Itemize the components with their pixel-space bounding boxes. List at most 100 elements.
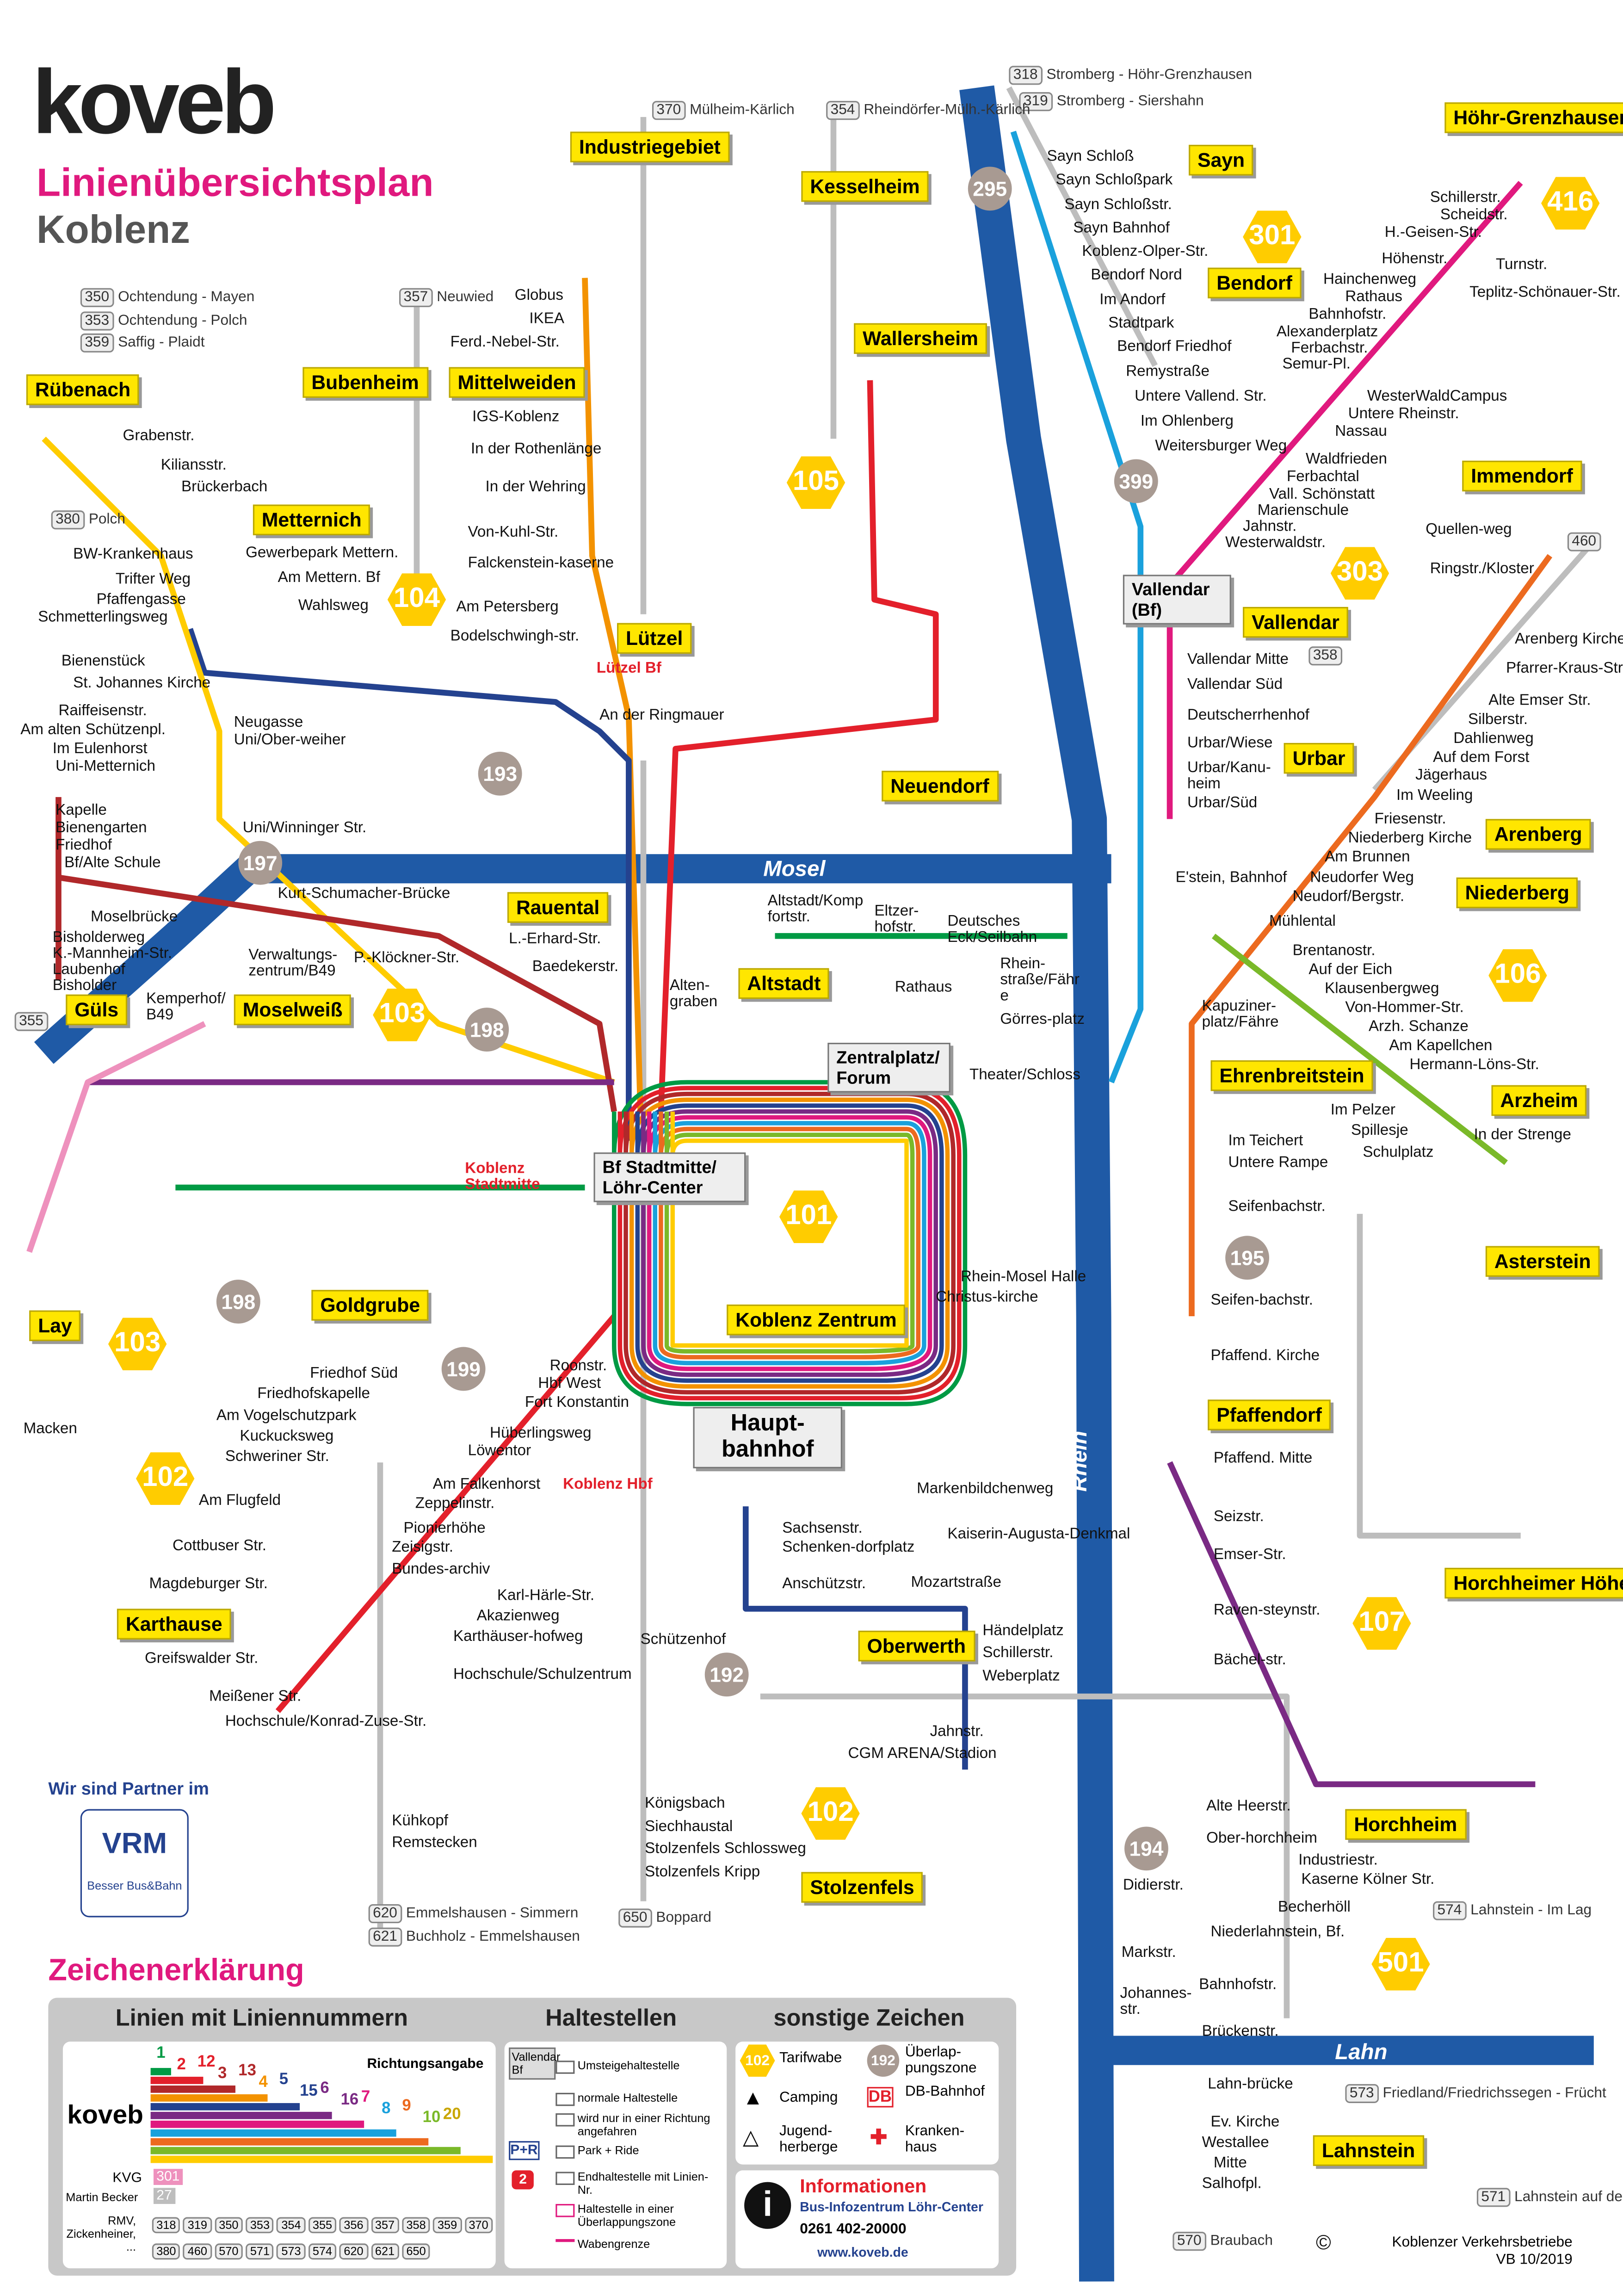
stop-label[interactable]: Westallee: [1202, 2134, 1269, 2152]
stop-label[interactable]: Ober-horchheim: [1206, 1829, 1317, 1847]
stop-label[interactable]: Rhein-straße/Fähre: [1000, 955, 1080, 1005]
stop-label[interactable]: Alte Heerstr.: [1206, 1797, 1291, 1815]
stop-label[interactable]: Hbf West: [538, 1374, 601, 1392]
stop-label[interactable]: Remstecken: [392, 1834, 477, 1852]
stop-label[interactable]: Im Eulenhorst: [52, 740, 148, 758]
info-phone[interactable]: 0261 402-20000: [800, 2222, 907, 2238]
stop-label[interactable]: Kiliansstr.: [160, 456, 227, 474]
stop-label[interactable]: Greifswalder Str.: [144, 1649, 259, 1667]
stop-label[interactable]: Raiffeisenstr.: [58, 702, 147, 720]
stop-label[interactable]: Teplitz-Schönauer-Str.: [1469, 284, 1621, 302]
stop-label[interactable]: Hochschule/Konrad-Zuse-Str.: [225, 1712, 427, 1730]
stop-label[interactable]: Jahnstr.: [1243, 518, 1297, 536]
stop-label[interactable]: Seifenbachstr.: [1228, 1198, 1326, 1216]
stop-label[interactable]: Altstadt/Kompfortstr.: [767, 892, 864, 926]
stop-label[interactable]: Arzh. Schanze: [1368, 1018, 1469, 1036]
stop-label[interactable]: Niederberg Kirche: [1348, 829, 1472, 847]
stop-label[interactable]: Untere Rampe: [1228, 1154, 1328, 1172]
stop-label[interactable]: Becherhöll: [1277, 1898, 1351, 1916]
stop-label[interactable]: Auf der Eich: [1308, 960, 1393, 978]
stop-label[interactable]: Pfaffend. Mitte: [1213, 1449, 1313, 1467]
stop-label[interactable]: Kaiserin-Augusta-Denkmal: [947, 1525, 1130, 1543]
stop-label[interactable]: Uni-Metternich: [56, 757, 155, 775]
stop-label[interactable]: Gewerbepark Mettern.: [246, 544, 399, 562]
stop-label[interactable]: Bisholderweg: [52, 928, 145, 947]
stop-label[interactable]: Pfarrer-Kraus-Str.: [1506, 659, 1623, 677]
stop-label[interactable]: Rathaus: [1345, 288, 1403, 306]
stop-label[interactable]: BW-Krankenhaus: [73, 545, 193, 563]
stop-label[interactable]: Waldfrieden: [1306, 450, 1387, 468]
stop-label[interactable]: Kapuziner-platz/Fähre: [1202, 997, 1279, 1031]
stop-label[interactable]: Deutsches Eck/Seilbahn: [947, 912, 1037, 947]
stop-label[interactable]: Händelplatz: [982, 1621, 1064, 1640]
info-website[interactable]: www.koveb.de: [817, 2245, 908, 2260]
stop-label[interactable]: Friesenstr.: [1374, 810, 1446, 828]
stop-label[interactable]: Theater/Schloss: [969, 1066, 1080, 1084]
stop-label[interactable]: Turnstr.: [1496, 256, 1548, 274]
stop-label[interactable]: Ev. Kirche: [1210, 2113, 1280, 2131]
stop-label[interactable]: Kaserne Kölner Str.: [1301, 1870, 1435, 1888]
stop-label[interactable]: Schmetterlingsweg: [38, 608, 168, 626]
stop-label[interactable]: Neudorfer Weg: [1310, 868, 1414, 886]
stop-label[interactable]: Bahnhofstr.: [1199, 1975, 1277, 1993]
stop-label[interactable]: Kapelle: [56, 801, 107, 819]
stop-label[interactable]: Von-Hommer-Str.: [1345, 999, 1464, 1017]
stop-label[interactable]: Laubenhof: [52, 960, 125, 978]
stop-label[interactable]: Vallendar Süd: [1187, 675, 1283, 693]
stop-label[interactable]: Am Petersberg: [456, 598, 559, 616]
stop-label[interactable]: Hermann-Löns-Str.: [1409, 1056, 1539, 1074]
stop-label[interactable]: Ferbachtal: [1286, 468, 1359, 486]
stop-label[interactable]: Macken: [23, 1420, 77, 1438]
stop-label[interactable]: Bendorf Nord: [1091, 266, 1182, 284]
stop-label[interactable]: Höhenstr.: [1382, 250, 1448, 268]
stop-label[interactable]: Sayn Schloßpark: [1055, 171, 1173, 189]
stop-label[interactable]: Markstr.: [1121, 1943, 1176, 1962]
stop-label[interactable]: Lahn-brücke: [1208, 2075, 1293, 2093]
stop-label[interactable]: Mühlental: [1269, 912, 1336, 930]
stop-label[interactable]: Sayn Schloßstr.: [1064, 196, 1172, 214]
stop-label[interactable]: Uni/Ober-weiher: [234, 731, 346, 749]
stop-label[interactable]: Auf dem Forst: [1433, 749, 1530, 767]
stop-label[interactable]: Stolzenfels Kripp: [645, 1863, 760, 1881]
stop-label[interactable]: Im Andorf: [1099, 291, 1166, 309]
stop-label[interactable]: Am Flugfeld: [198, 1491, 281, 1510]
stop-label[interactable]: Bf/Alte Schule: [64, 854, 161, 872]
stop-label[interactable]: Jägerhaus: [1415, 766, 1487, 784]
stop-label[interactable]: Löwentor: [468, 1442, 531, 1460]
stop-label[interactable]: Urbar/Süd: [1187, 794, 1258, 812]
stop-label[interactable]: Fort Konstantin: [525, 1393, 629, 1411]
stop-label[interactable]: Kurt-Schumacher-Brücke: [278, 885, 450, 903]
stop-label[interactable]: An der Ringmauer: [599, 706, 724, 724]
stop-label[interactable]: Roonstr.: [549, 1357, 607, 1375]
stop-label[interactable]: Karl-Härle-Str.: [497, 1587, 595, 1604]
stop-label[interactable]: Am Vogelschutzpark: [216, 1407, 357, 1425]
stop-label[interactable]: Siechhaustal: [645, 1818, 733, 1836]
stop-label[interactable]: Pfaffengasse: [96, 591, 186, 609]
stop-label[interactable]: Alte Emser Str.: [1488, 692, 1591, 710]
hub-vallendar-bf[interactable]: Vallendar (Bf): [1123, 575, 1231, 625]
stop-label[interactable]: Sachsenstr.: [782, 1519, 863, 1537]
stop-label[interactable]: Klausenbergweg: [1325, 980, 1439, 998]
stop-label[interactable]: In der Strenge: [1474, 1126, 1571, 1144]
stop-label[interactable]: Bundes-archiv: [392, 1560, 490, 1578]
stop-label[interactable]: Pfaffend. Kirche: [1210, 1347, 1320, 1365]
stop-label[interactable]: Schulplatz: [1363, 1144, 1434, 1162]
stop-label[interactable]: Didierstr.: [1123, 1876, 1184, 1894]
stop-label[interactable]: Mozartstraße: [911, 1573, 1002, 1591]
stop-label[interactable]: IGS-Koblenz: [472, 408, 560, 426]
stop-label[interactable]: Alten-graben: [669, 977, 718, 1011]
stop-label[interactable]: Ferbachstr.: [1291, 339, 1368, 357]
stop-label[interactable]: Schillerstr.: [1430, 188, 1501, 206]
stop-label[interactable]: Neugasse: [234, 713, 303, 731]
stop-label[interactable]: Magdeburger Str.: [149, 1575, 268, 1593]
stop-label[interactable]: Scheidstr.: [1440, 206, 1508, 224]
stop-label[interactable]: Marienschule: [1257, 501, 1349, 520]
